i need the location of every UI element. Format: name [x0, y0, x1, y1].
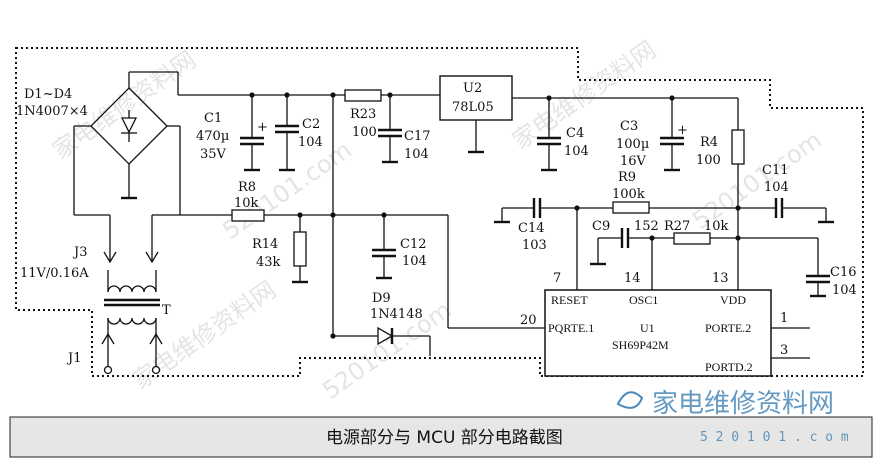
- c12-capacitor: [372, 215, 396, 280]
- pin-osc1-name: OSC1: [629, 293, 658, 307]
- c1-value2: 35V: [200, 147, 227, 162]
- d9-diode: [377, 326, 394, 346]
- caption-text: 电源部分与 MCU 部分电路截图: [326, 428, 563, 448]
- board-boundary: [15, 47, 864, 377]
- c3-value2: 16V: [620, 154, 647, 169]
- c2-capacitor: [275, 95, 299, 172]
- c16-capacitor: [738, 237, 830, 298]
- footer-watermark: 家电维修资料网 5 2 0 1 0 1 . c o m: [616, 389, 849, 445]
- c11-capacitor: [738, 198, 834, 224]
- bridge-rectifier: [73, 71, 181, 215]
- watermark-site-3: 家电维修资料网: [127, 276, 281, 395]
- c1-capacitor: [240, 95, 264, 172]
- c3-capacitor: [660, 98, 684, 172]
- c11-ref: C11: [762, 163, 789, 178]
- caption-bar: [9, 416, 873, 458]
- c16-ref: C16: [830, 265, 857, 280]
- c3-polarity: +: [677, 123, 688, 138]
- c12-value: 104: [402, 254, 427, 269]
- r4-ref: R4: [700, 135, 718, 150]
- j3-ref: J3: [72, 245, 87, 260]
- d9-part: 1N4148: [370, 307, 423, 322]
- c2-value: 104: [298, 135, 323, 150]
- pin-vdd-num: 13: [712, 271, 729, 286]
- c9-capacitor: [590, 228, 652, 266]
- watermark-logo-icon: [616, 391, 644, 409]
- c4-value: 104: [564, 144, 589, 159]
- transformer-ref: T: [162, 303, 171, 318]
- c14-ref: C14: [518, 221, 545, 236]
- bridge-ref: D1~D4: [24, 87, 72, 102]
- c14-value: 103: [522, 238, 547, 253]
- c17-capacitor: [378, 95, 402, 164]
- mcu-ref: U1: [640, 321, 655, 335]
- r27-resistor: [673, 232, 711, 245]
- c16-value: 104: [832, 283, 857, 298]
- pin-portd2-name: PORTD.2: [705, 360, 753, 374]
- c4-capacitor: [537, 98, 561, 172]
- c1-ref: C1: [204, 111, 222, 126]
- pin-reset-name: RESET: [551, 293, 588, 307]
- r14-value: 43k: [256, 255, 281, 270]
- c17-value: 104: [404, 147, 429, 162]
- j1-ref: J1: [66, 351, 81, 366]
- c2-ref: C2: [302, 117, 320, 132]
- r14-ref: R14: [252, 237, 278, 252]
- footer-watermark-site: 家电维修资料网: [652, 389, 834, 419]
- d9-ref: D9: [372, 291, 391, 306]
- c14-capacitor: [494, 198, 577, 224]
- pin-porte2-num: 1: [780, 311, 788, 326]
- r23-resistor: [344, 89, 382, 102]
- bridge-part: 1N4007×4: [16, 104, 88, 119]
- j3-value: 11V/0.16A: [20, 266, 89, 281]
- c3-value1: 100µ: [616, 137, 649, 152]
- c3-ref: C3: [620, 119, 638, 134]
- r8-value: 10k: [234, 196, 259, 211]
- r27-value: 10k: [704, 219, 729, 234]
- c1-value1: 470µ: [196, 129, 229, 144]
- u2-ref: U2: [463, 81, 482, 96]
- pin-pqrte1-num: 20: [520, 313, 537, 328]
- r8-resistor: [231, 209, 265, 222]
- c11-value: 104: [764, 180, 789, 195]
- pin-reset-num: 7: [553, 271, 561, 286]
- u2-part: 78L05: [452, 100, 494, 115]
- mcu-part: SH69P42M: [612, 338, 669, 352]
- pin-vdd-name: VDD: [720, 293, 746, 307]
- r9-value: 100k: [612, 187, 645, 202]
- c17-ref: C17: [404, 129, 431, 144]
- r8-ref: R8: [238, 180, 256, 195]
- r14-resistor: [293, 231, 307, 267]
- footer-watermark-url: 5 2 0 1 0 1 . c o m: [700, 430, 849, 445]
- u2-regulator: [439, 75, 513, 121]
- pin-osc1-num: 14: [624, 271, 641, 286]
- c1-polarity: +: [257, 120, 268, 135]
- r9-ref: R9: [618, 170, 636, 185]
- j1-connector: [101, 332, 163, 375]
- c9-value: 152: [634, 219, 659, 234]
- r23-ref: R23: [350, 107, 376, 122]
- r9-resistor: [612, 201, 650, 214]
- transformer-t: [104, 270, 160, 334]
- r4-resistor: [731, 129, 745, 165]
- c4-ref: C4: [566, 126, 584, 141]
- r23-value: 100: [352, 125, 377, 140]
- c12-ref: C12: [400, 237, 427, 252]
- u1-mcu: [544, 289, 772, 377]
- r4-value: 100: [696, 153, 721, 168]
- pin-pqrte1-name: PQRTE.1: [548, 321, 594, 335]
- c9-ref: C9: [592, 219, 610, 234]
- pin-porte2-name: PORTE.2: [705, 321, 751, 335]
- r27-ref: R27: [664, 219, 690, 234]
- pin-portd2-num: 3: [780, 343, 788, 358]
